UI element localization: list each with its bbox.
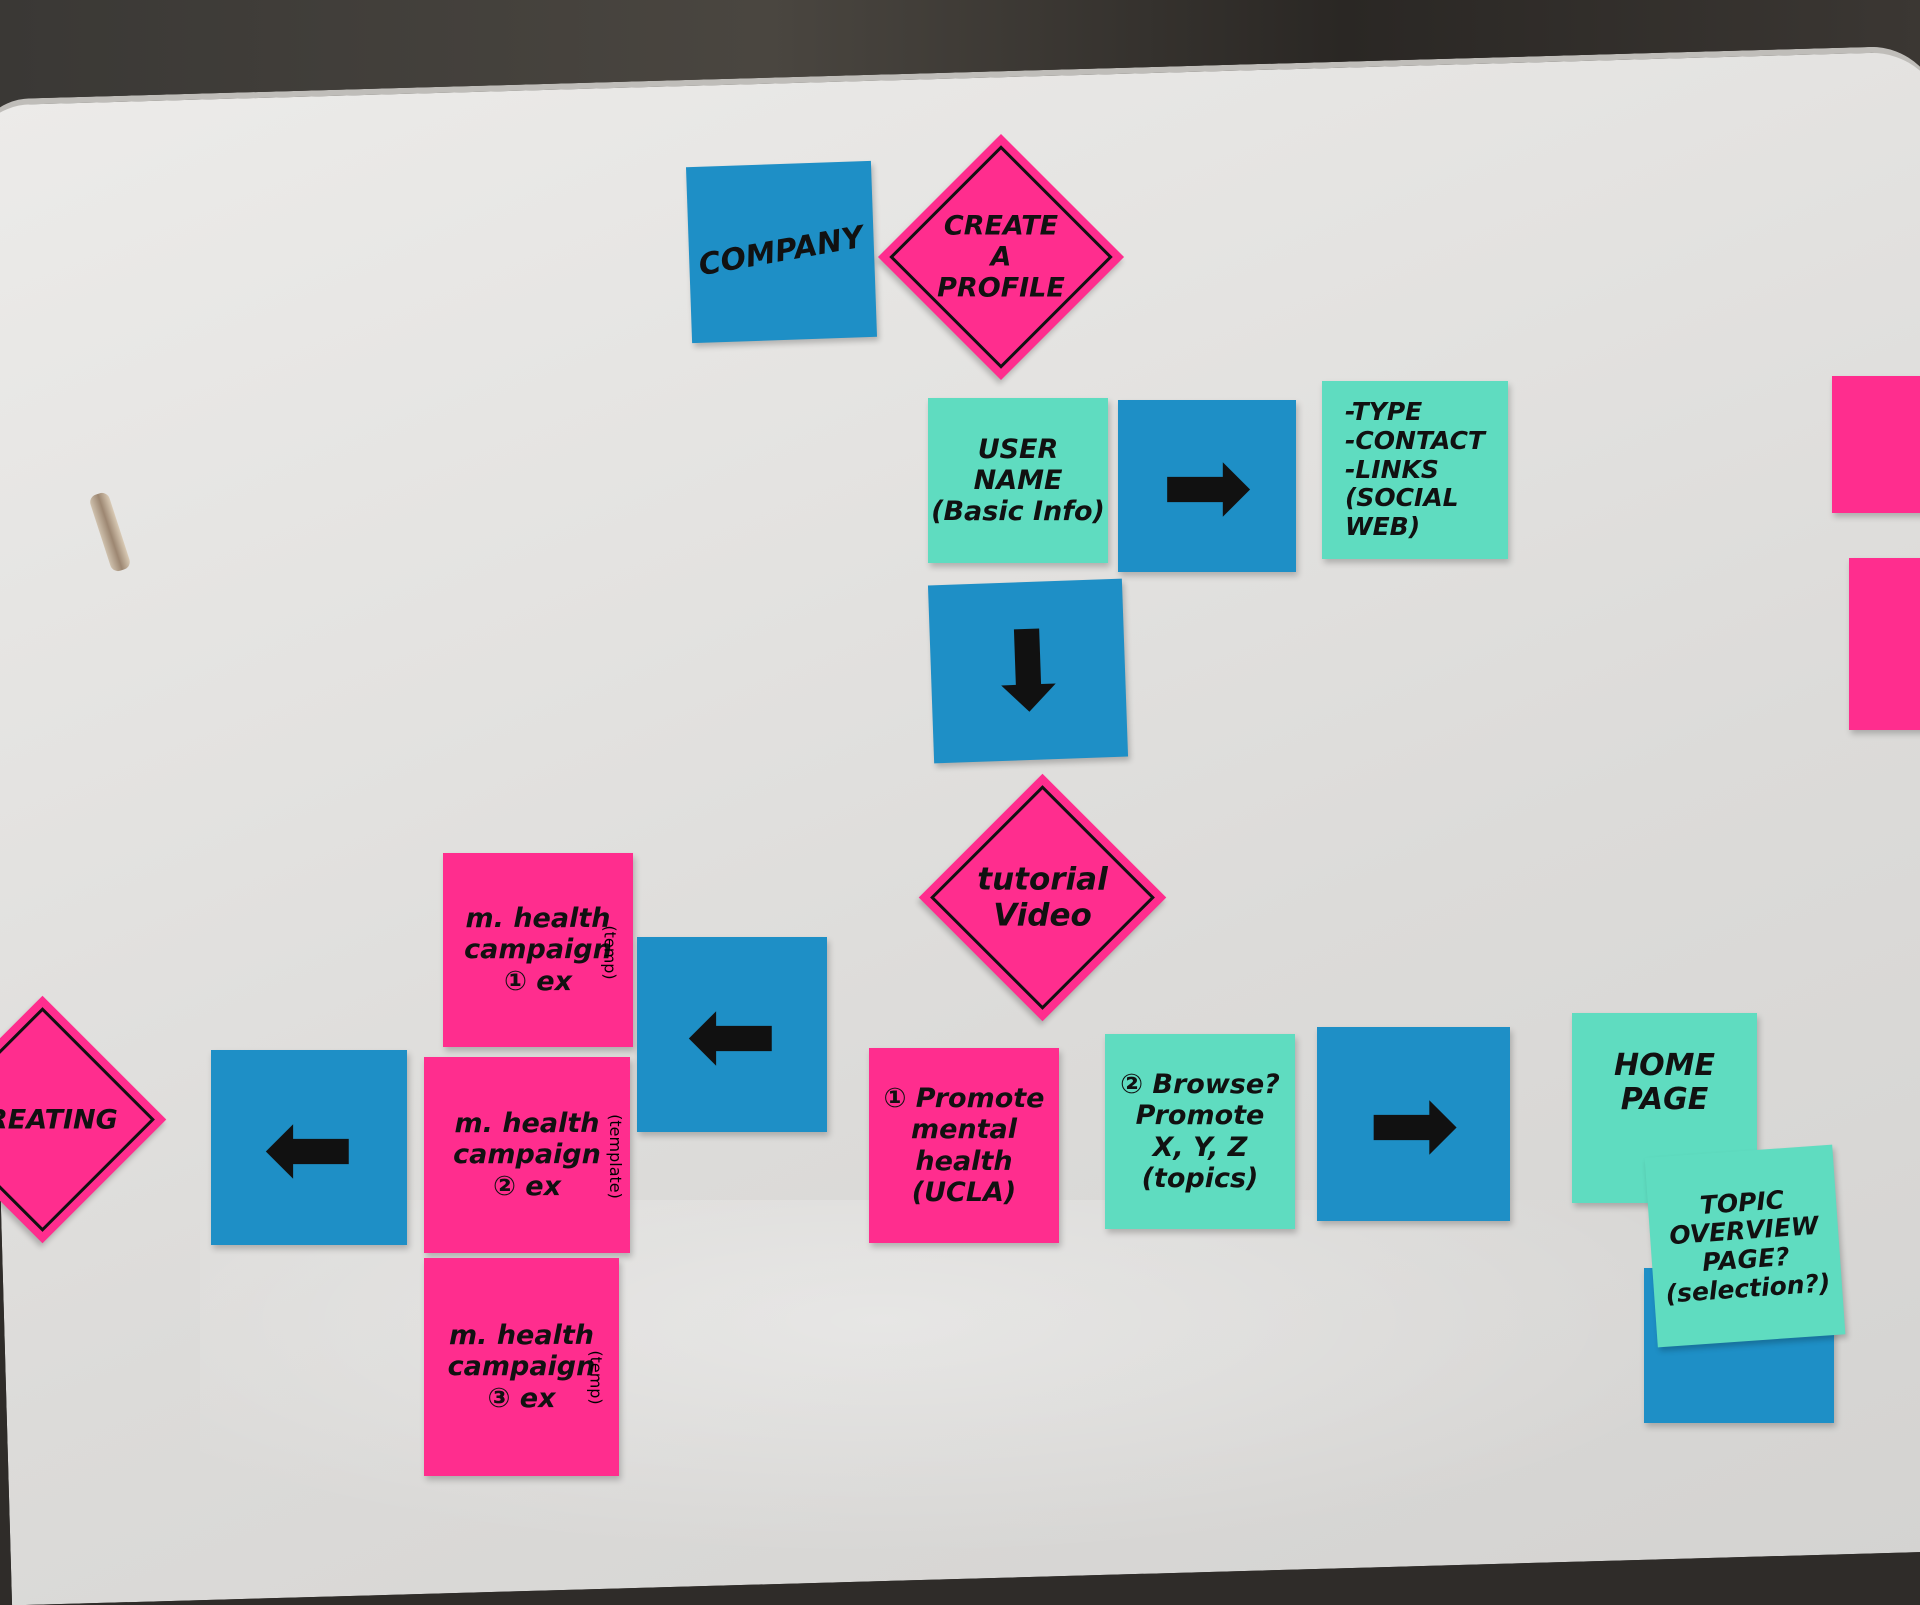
note-user-name: USER NAME (Basic Info) (928, 398, 1108, 563)
note-company: COMPANY (685, 160, 878, 344)
arrow-note-left-1: ⬅ (637, 937, 827, 1132)
arrow-note-right-2: ➡ (1317, 1027, 1510, 1221)
note-campaign-1-text: m. health campaign ① ex (464, 903, 612, 997)
note-campaign-1-side: (temp) (600, 925, 620, 980)
note-campaign-3-side: (temp) (586, 1350, 606, 1405)
left-arrow-icon: ⬅ (685, 970, 779, 1099)
arrow-note-down: ⬇ (927, 578, 1129, 764)
note-home-page-text: HOME PAGE (1614, 1047, 1715, 1117)
note-topic-overview: TOPIC OVERVIEW PAGE? (selection?) (1644, 1144, 1846, 1348)
note-profile-fields-text: -TYPE -CONTACT -LINKS (SOCIAL WEB) (1345, 397, 1485, 542)
right-arrow-icon: ➡ (1160, 422, 1254, 550)
arrow-note-right-1: ➡ (1118, 400, 1296, 572)
note-promote-text: ① Promote mental health (UCLA) (883, 1083, 1045, 1208)
note-company-text: COMPANY (696, 219, 867, 283)
diamond-creating-text: CREATING (0, 1103, 118, 1135)
note-user-name-text: USER NAME (Basic Info) (931, 433, 1105, 528)
note-campaign-2-text: m. health campaign ② ex (453, 1108, 601, 1202)
diamond-tutorial-video-text: tutorial Video (977, 860, 1108, 933)
arrow-note-left-2: ⬅ (211, 1050, 407, 1245)
left-arrow-icon: ⬅ (262, 1083, 356, 1212)
note-profile-fields: -TYPE -CONTACT -LINKS (SOCIAL WEB) (1322, 381, 1508, 559)
note-campaign-2-side: (template) (606, 1114, 626, 1199)
right-arrow-icon: ➡ (1367, 1060, 1460, 1188)
note-campaign-2: m. health campaign ② ex (template) (424, 1057, 630, 1253)
note-edge-1 (1832, 376, 1920, 513)
diamond-create-profile-text: CREATE A PROFILE (937, 210, 1065, 304)
note-campaign-3: m. health campaign ③ ex (temp) (424, 1258, 619, 1476)
down-arrow-icon: ⬇ (979, 605, 1077, 737)
note-campaign-1: m. health campaign ① ex (temp) (443, 853, 633, 1047)
note-edge-2 (1849, 558, 1920, 730)
note-promote: ① Promote mental health (UCLA) (869, 1048, 1059, 1243)
note-browse: ② Browse? Promote X, Y, Z (topics) (1105, 1034, 1295, 1229)
note-campaign-3-text: m. health campaign ③ ex (447, 1320, 596, 1414)
note-topic-overview-text: TOPIC OVERVIEW PAGE? (selection?) (1664, 1184, 1832, 1309)
note-browse-text: ② Browse? Promote X, Y, Z (topics) (1120, 1069, 1280, 1194)
